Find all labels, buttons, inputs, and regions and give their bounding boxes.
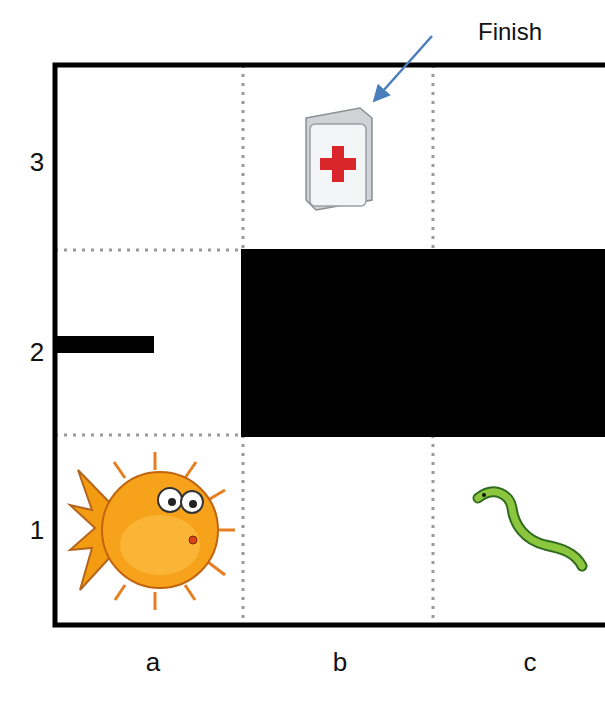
row-number: 1 (30, 517, 44, 543)
row-number: 2 (30, 339, 44, 365)
finish-label: Finish (478, 20, 542, 44)
column-letter: a (146, 649, 160, 675)
row-number: 3 (30, 149, 44, 175)
eel (478, 492, 582, 566)
first-aid-kit (306, 108, 372, 210)
column-letter: b (333, 649, 347, 675)
column-letter: c (524, 649, 537, 675)
leader-arrow (375, 36, 432, 100)
grid-border (55, 65, 605, 625)
pufferfish (70, 452, 235, 610)
wall-segment (55, 336, 154, 353)
wall-block (241, 249, 605, 437)
